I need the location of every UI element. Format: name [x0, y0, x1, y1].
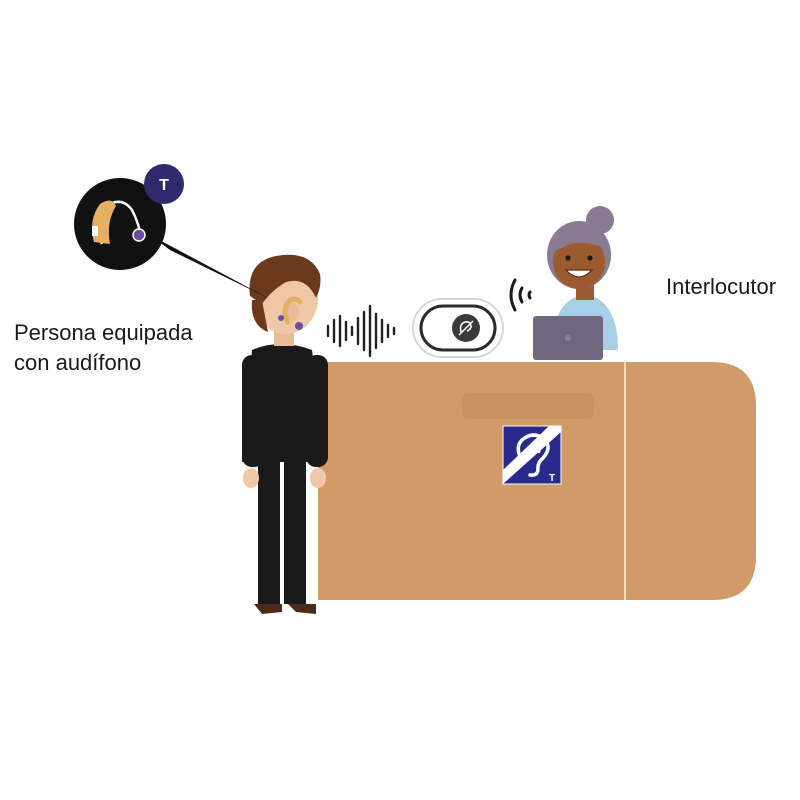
- zoom-pointer: [150, 235, 272, 300]
- hearing-aid-icon: [92, 200, 146, 245]
- loop-sign-letter: T: [549, 473, 555, 484]
- person-label-line2: con audífono: [14, 350, 142, 375]
- ear-loop-sign-icon: T: [502, 425, 562, 485]
- sound-wave-icon: [326, 304, 396, 358]
- telecoil-badge-letter: T: [159, 177, 169, 194]
- person-label-line1: Persona equipada: [14, 320, 193, 345]
- laptop-icon: [533, 316, 603, 360]
- person-label: Persona equipada con audífono: [14, 318, 193, 378]
- zoom-circle: [74, 178, 166, 270]
- induction-loop-icon: [412, 298, 504, 358]
- person-figure: [242, 254, 328, 614]
- interlocutor-label: Interlocutor: [666, 274, 777, 299]
- wifi-signal-icon: [509, 278, 532, 312]
- telecoil-badge: T: [144, 164, 184, 204]
